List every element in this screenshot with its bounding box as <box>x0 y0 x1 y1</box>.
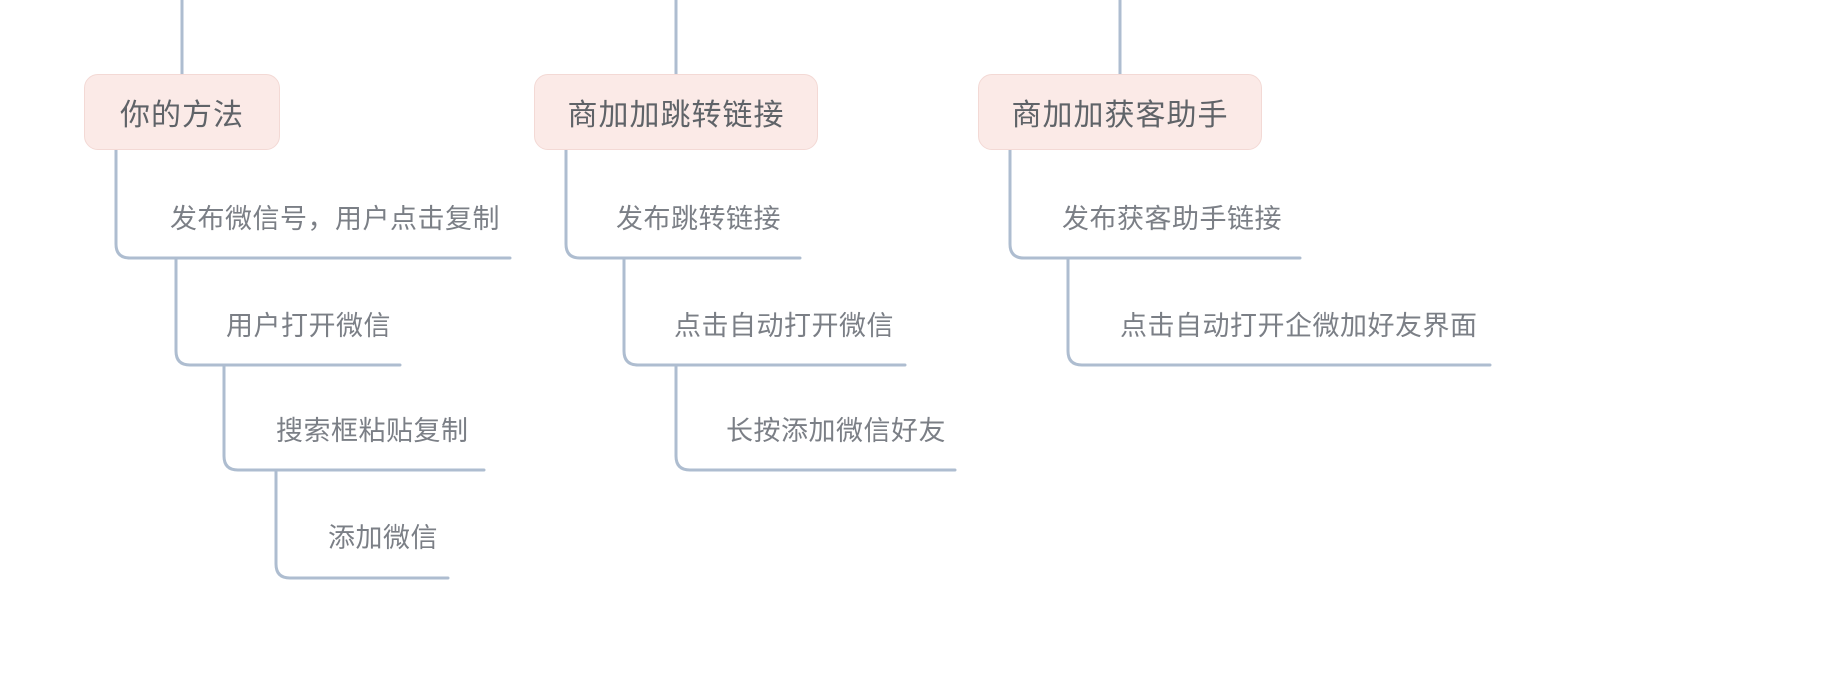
step-label-2-1[interactable]: 发布跳转链接 <box>606 204 791 235</box>
mindmap-node-2[interactable]: 商加加跳转链接 <box>534 74 818 150</box>
step-label-1-2[interactable]: 用户打开微信 <box>216 311 401 342</box>
step-label-3-1[interactable]: 发布获客助手链接 <box>1052 204 1292 235</box>
step-label-2-3[interactable]: 长按添加微信好友 <box>716 416 956 447</box>
step-label-1-3[interactable]: 搜索框粘贴复制 <box>266 416 479 447</box>
step-label-3-2[interactable]: 点击自动打开企微加好友界面 <box>1110 311 1488 342</box>
mindmap-node-3[interactable]: 商加加获客助手 <box>978 74 1262 150</box>
step-label-1-1[interactable]: 发布微信号，用户点击复制 <box>160 204 510 235</box>
mindmap-node-1[interactable]: 你的方法 <box>84 74 280 150</box>
step-label-1-4[interactable]: 添加微信 <box>318 523 448 554</box>
step-label-2-2[interactable]: 点击自动打开微信 <box>664 311 904 342</box>
